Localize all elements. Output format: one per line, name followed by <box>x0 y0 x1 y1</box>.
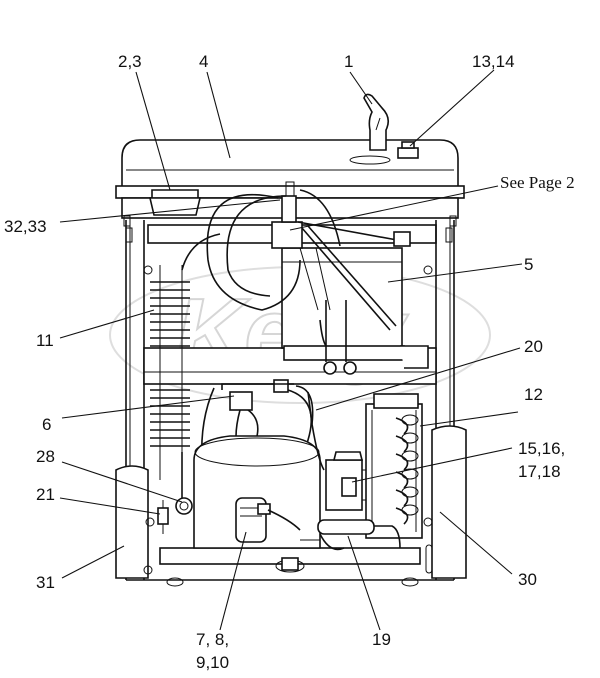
callout-1: 1 <box>344 52 353 71</box>
callout-12: 12 <box>524 385 543 404</box>
callout-see-page-2: See Page 2 <box>500 173 575 192</box>
push-button <box>397 141 419 159</box>
callout-31: 31 <box>36 573 55 592</box>
condenser <box>365 393 423 539</box>
callout-17-18: 17,18 <box>518 462 561 481</box>
drain-cup <box>148 189 202 216</box>
callout-13-14: 13,14 <box>472 52 515 71</box>
callout-9-10: 9,10 <box>196 653 229 672</box>
callout-20: 20 <box>524 337 543 356</box>
callout-21: 21 <box>36 485 55 504</box>
compressor <box>193 435 321 573</box>
callout-28: 28 <box>36 447 55 466</box>
callout-2-3: 2,3 <box>118 52 142 71</box>
callout-15-16: 15,16, <box>518 439 565 458</box>
leader-lines <box>59 69 523 631</box>
callout-labels: 1 13,14 2,3 4 See Page 2 32,33 5 11 20 1… <box>4 52 575 672</box>
coil-tubing <box>150 233 221 500</box>
basin-top <box>115 139 465 199</box>
callout-4: 4 <box>199 52 208 71</box>
callout-5: 5 <box>524 255 533 274</box>
filter-drier <box>157 497 193 534</box>
callout-7-8: 7, 8, <box>196 630 229 649</box>
suction-line <box>300 391 401 551</box>
callout-30: 30 <box>518 570 537 589</box>
tubing <box>206 189 341 311</box>
fan-motor <box>325 451 366 511</box>
callout-11: 11 <box>36 331 54 350</box>
callout-19: 19 <box>372 630 391 649</box>
regulator-assembly <box>271 181 411 331</box>
callout-6: 6 <box>42 415 51 434</box>
callout-32-33: 32,33 <box>4 217 47 236</box>
bubbler-valve <box>363 93 390 151</box>
cooling-tank <box>281 247 429 375</box>
